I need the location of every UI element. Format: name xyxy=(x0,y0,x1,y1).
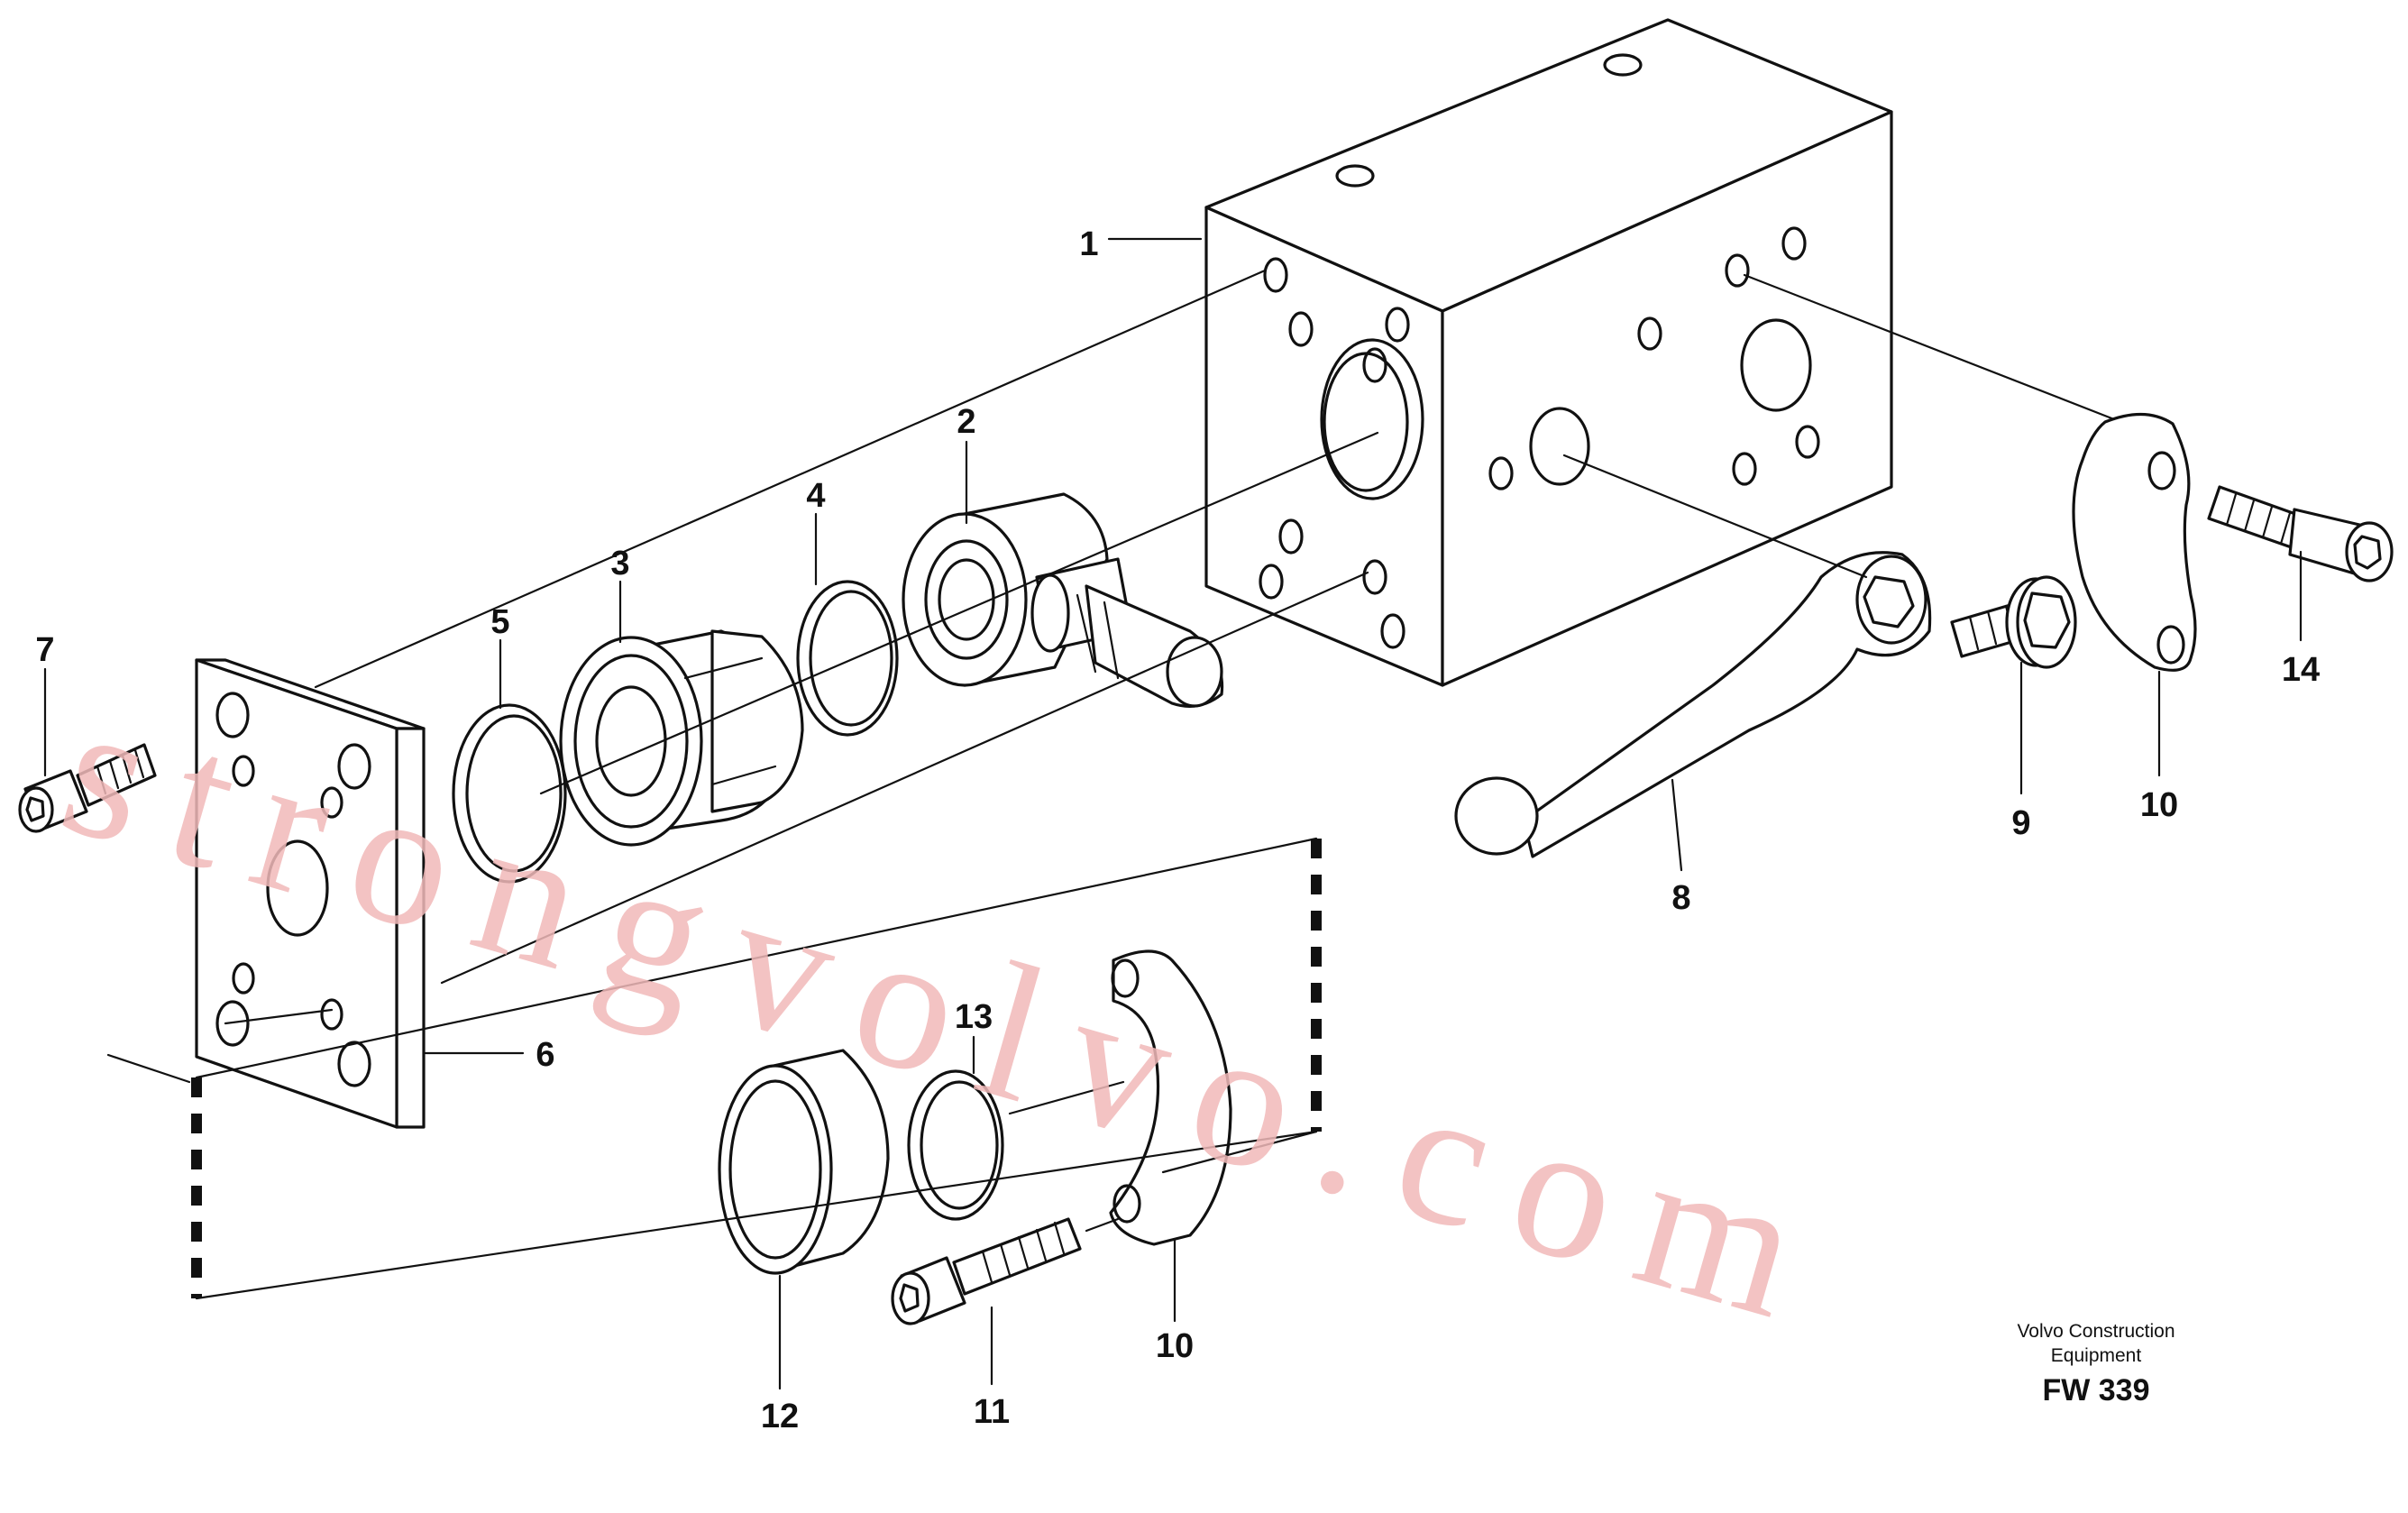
part-valve-cartridge xyxy=(902,492,1224,708)
part-clamp-half-lower xyxy=(1109,949,1232,1246)
callout-10-upper: 10 xyxy=(2140,786,2178,824)
callout-10-lower: 10 xyxy=(1156,1327,1194,1365)
part-socket-screw-7 xyxy=(18,743,157,833)
callout-7: 7 xyxy=(35,631,54,669)
callout-8: 8 xyxy=(1671,879,1690,917)
callout-12: 12 xyxy=(761,1398,799,1435)
part-o-ring-4 xyxy=(796,580,899,737)
part-socket-screw-11 xyxy=(891,1217,1082,1325)
part-plug xyxy=(559,629,804,847)
figure-code: FW 339 xyxy=(2042,1373,2149,1408)
assembly-lines xyxy=(106,269,2116,1233)
part-plug-cap xyxy=(718,1049,890,1275)
part-flange-screw xyxy=(1950,575,2077,669)
callout-4: 4 xyxy=(806,477,825,515)
callout-numbers: 1 2 3 4 5 6 7 8 9 10 10 11 12 13 14 xyxy=(35,225,2320,1435)
part-cover-plate xyxy=(195,658,426,1129)
alternative-config-frame xyxy=(191,837,1322,1300)
caption-line-2: Equipment xyxy=(2051,1345,2142,1366)
callout-11: 11 xyxy=(974,1393,1010,1431)
caption-line-1: Volvo Construction xyxy=(2017,1321,2175,1342)
part-o-ring-13 xyxy=(907,1069,1004,1221)
callout-3: 3 xyxy=(610,545,629,582)
part-clamp-half-upper xyxy=(2072,412,2197,672)
callout-2: 2 xyxy=(957,403,975,441)
callout-1: 1 xyxy=(1079,225,1098,263)
part-valve-block xyxy=(1204,18,1893,687)
callout-5: 5 xyxy=(490,603,509,641)
figure-caption: Volvo Construction Equipment FW 339 xyxy=(2017,1321,2175,1408)
callout-13: 13 xyxy=(955,998,993,1036)
leader-lines xyxy=(43,237,2303,1390)
callout-14: 14 xyxy=(2282,651,2320,689)
part-o-ring-5 xyxy=(452,703,567,884)
callout-6: 6 xyxy=(536,1036,554,1074)
part-lever-handle xyxy=(1454,551,1932,858)
callout-9: 9 xyxy=(2011,804,2030,842)
part-socket-screw-14 xyxy=(2207,485,2394,582)
